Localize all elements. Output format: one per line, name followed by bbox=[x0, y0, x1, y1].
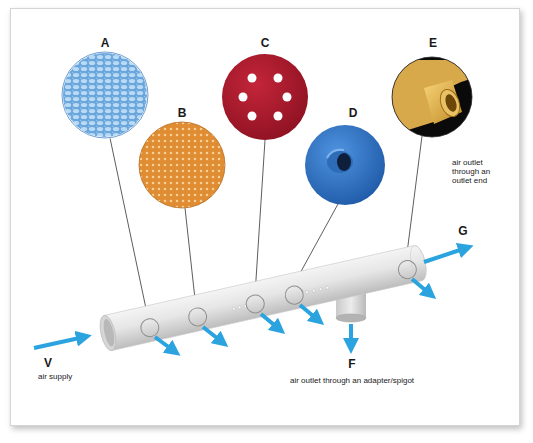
spigot-note: air outlet through an adapter/spigot bbox=[290, 376, 414, 385]
callout-letter: D bbox=[349, 106, 358, 120]
callout-letter: C bbox=[261, 36, 270, 50]
supply-note: air supply bbox=[38, 372, 72, 381]
flow-letter: F bbox=[348, 357, 355, 371]
callout-letter: A bbox=[101, 36, 110, 50]
flow-letter: G bbox=[458, 224, 467, 238]
outlet-note: air outlet through an outlet end bbox=[452, 158, 498, 185]
callout-letter: B bbox=[178, 106, 187, 120]
flow-letter: V bbox=[44, 356, 52, 370]
callout-letter: E bbox=[429, 36, 437, 50]
